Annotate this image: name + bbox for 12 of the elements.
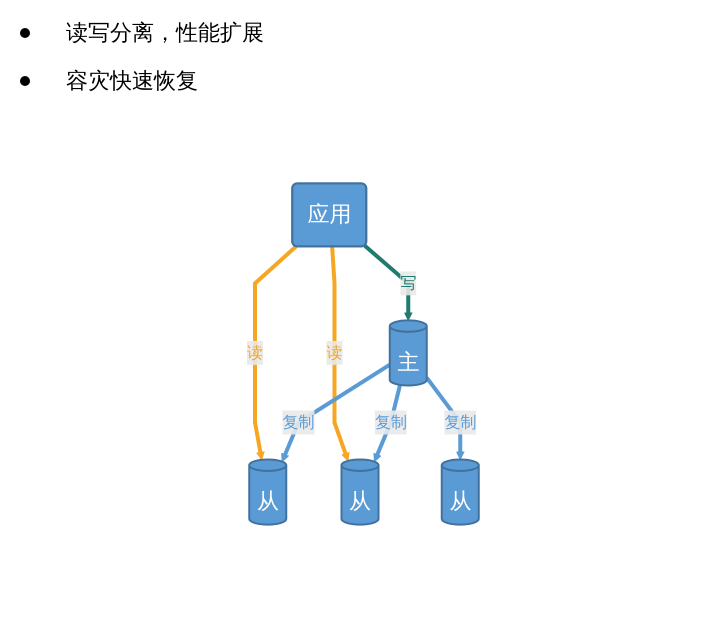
edge-label: 复制 bbox=[374, 412, 406, 432]
edge-label: 复制 bbox=[282, 412, 314, 432]
arrow bbox=[252, 245, 297, 460]
arrow bbox=[330, 246, 350, 462]
edge-label: 读 bbox=[326, 342, 342, 362]
edge-label: 写 bbox=[400, 273, 416, 292]
arrow bbox=[363, 244, 412, 321]
bullet-text: 读写分离，性能扩展 bbox=[66, 20, 264, 48]
bullet-text: 容灾快速恢复 bbox=[66, 68, 198, 96]
edge-label: 复制 bbox=[444, 412, 476, 432]
arrow bbox=[280, 362, 390, 462]
edge-label: 读 bbox=[246, 342, 263, 362]
